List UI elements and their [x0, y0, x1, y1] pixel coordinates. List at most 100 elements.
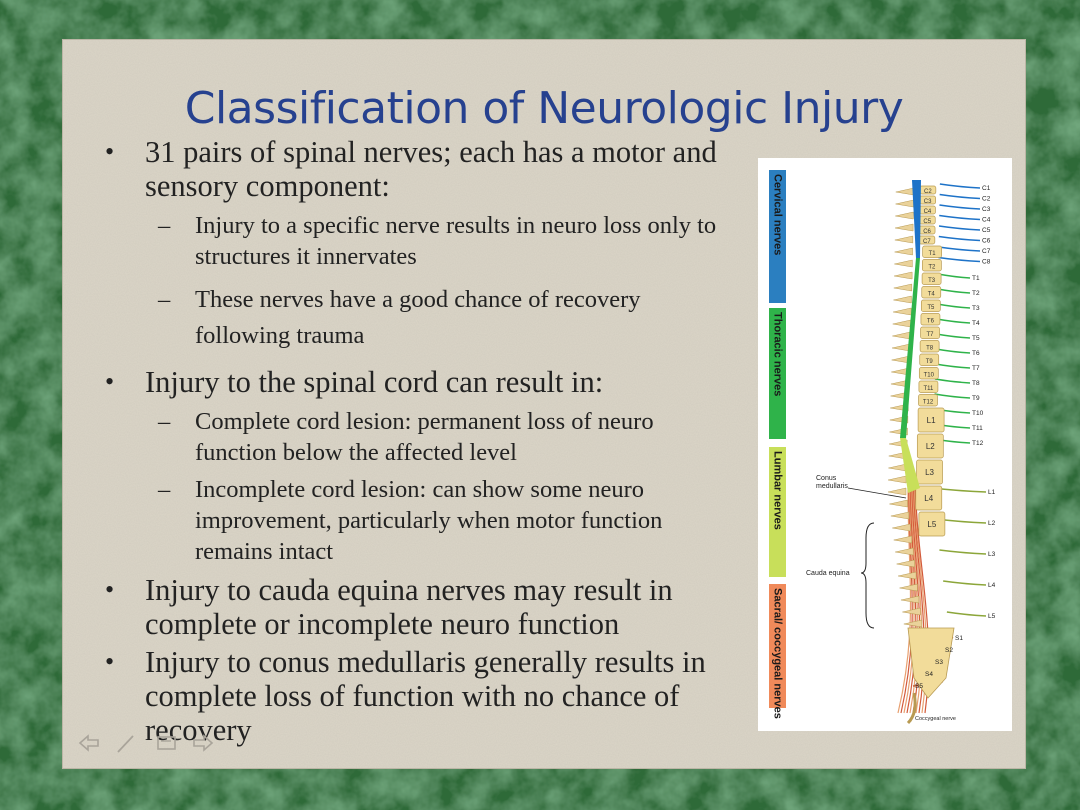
nerve-root [943, 580, 987, 586]
sub-bullet-item: – These nerves have a good chance of rec… [103, 282, 733, 354]
previous-slide-icon[interactable] [77, 732, 101, 754]
nerve-label: T7 [972, 365, 980, 372]
nerve-root [946, 611, 987, 617]
nerve-label: L3 [988, 551, 996, 558]
spinous-process [896, 559, 915, 568]
nerve-label: C3 [982, 206, 991, 213]
spinous-process [892, 523, 911, 532]
vertebra-label: T1 [929, 251, 937, 257]
nerve-label: T11 [972, 425, 983, 432]
spinous-process [893, 295, 912, 304]
sub-bullet-dash: – [158, 408, 171, 435]
spinous-process [889, 499, 908, 508]
nerve-label: S3 [935, 659, 943, 666]
nerve-root [939, 193, 981, 200]
bullet-item: • 31 pairs of spinal nerves; each has a … [103, 135, 733, 203]
vertebra [921, 286, 942, 299]
vertebra-label: T12 [923, 399, 934, 405]
sub-bullet-dash: – [158, 286, 171, 313]
nerve-root [938, 246, 981, 252]
conus-cord [900, 438, 920, 493]
nerve-label: C8 [982, 259, 991, 266]
bullet-text: Injury to conus medullaris generally res… [145, 645, 706, 747]
vertebra [922, 245, 942, 258]
sub-bullet-item: – Injury to a specific nerve results in … [103, 210, 733, 272]
menu-icon[interactable] [155, 732, 179, 754]
sub-bullet-text: Injury to a specific nerve results in ne… [195, 212, 717, 270]
bullet-dot: • [105, 647, 115, 676]
spinous-process [893, 307, 912, 316]
nerve-root [935, 363, 971, 369]
vertebra [916, 433, 944, 459]
nerve-root [934, 393, 971, 399]
nerve-band [769, 447, 786, 577]
spinous-process [894, 271, 913, 280]
vertebra-label: T10 [924, 372, 935, 378]
spinous-process [898, 571, 917, 580]
nerve-label: C2 [982, 196, 991, 203]
nerve-label: C5 [982, 227, 991, 234]
spinous-process [899, 583, 918, 592]
nerve-label: C1 [982, 185, 991, 192]
bullet-item: • Injury to the spinal cord can result i… [103, 365, 733, 399]
pen-icon[interactable] [115, 732, 139, 754]
vertebra-label: C2 [924, 189, 932, 195]
coccyx [906, 692, 917, 725]
nerve-band-label: Thoracic nerves [772, 312, 784, 396]
vertebra-label: C4 [924, 209, 932, 215]
spinous-process [903, 619, 923, 628]
sub-bullet-dash: – [158, 476, 171, 503]
bullet-item: • Injury to conus medullaris generally r… [103, 645, 733, 747]
vertebra [918, 367, 939, 380]
vertebra [922, 259, 942, 272]
nerve-label: L5 [988, 613, 996, 620]
bullet-text: 31 pairs of spinal nerves; each has a mo… [145, 135, 717, 203]
nerve-root [939, 204, 981, 210]
vertebra-label: T8 [926, 345, 934, 351]
vertebra-label: L4 [924, 494, 933, 503]
vertebra [920, 326, 940, 339]
bullet-list: • 31 pairs of spinal nerves; each has a … [103, 135, 733, 747]
nerve-root [938, 256, 981, 263]
vertebra-label: T5 [927, 305, 935, 311]
spinous-process [892, 331, 911, 340]
spinous-process [894, 235, 914, 244]
slide-title: Classification of Neurologic Injury [184, 83, 904, 134]
thoracic-cord [900, 258, 920, 438]
vertebra-label: C3 [924, 199, 932, 205]
nerve-root [937, 273, 971, 279]
vertebra-label: T7 [927, 332, 935, 338]
nerve-root [937, 303, 971, 309]
spinous-process [888, 463, 907, 472]
next-slide-icon[interactable] [191, 732, 215, 754]
vertebra [917, 407, 945, 433]
vertebra-label: T11 [923, 386, 934, 392]
vertebra [920, 313, 941, 326]
spinous-process [895, 223, 914, 232]
spinous-process [887, 487, 907, 496]
cauda-strand [897, 487, 912, 714]
vertebra-label: C6 [923, 229, 931, 235]
conus-label: medullaris [816, 483, 848, 490]
spinous-process [895, 211, 914, 220]
nerve-root [937, 288, 971, 294]
vertebra-label: C7 [923, 239, 931, 245]
nerve-label: S2 [945, 647, 953, 654]
nerve-band [769, 308, 786, 439]
spinous-process [888, 475, 907, 484]
sub-bullet-text: Complete cord lesion: permanent loss of … [195, 408, 654, 466]
conus-pointer [847, 487, 907, 499]
nerve-root [934, 378, 971, 384]
sub-bullet-dash: – [158, 212, 171, 239]
nerve-root [939, 183, 981, 189]
cauda-strand [900, 487, 913, 714]
nerve-label: T6 [972, 350, 980, 357]
vertebra-label: L3 [925, 468, 934, 477]
bullet-dot: • [105, 575, 115, 604]
vertebra [916, 459, 943, 485]
vertebra [921, 272, 942, 285]
spinous-process [894, 259, 913, 268]
spinous-process [893, 283, 913, 292]
sub-bullet-item: – Complete cord lesion: permanent loss o… [103, 406, 733, 468]
nerve-label: T5 [972, 335, 980, 342]
